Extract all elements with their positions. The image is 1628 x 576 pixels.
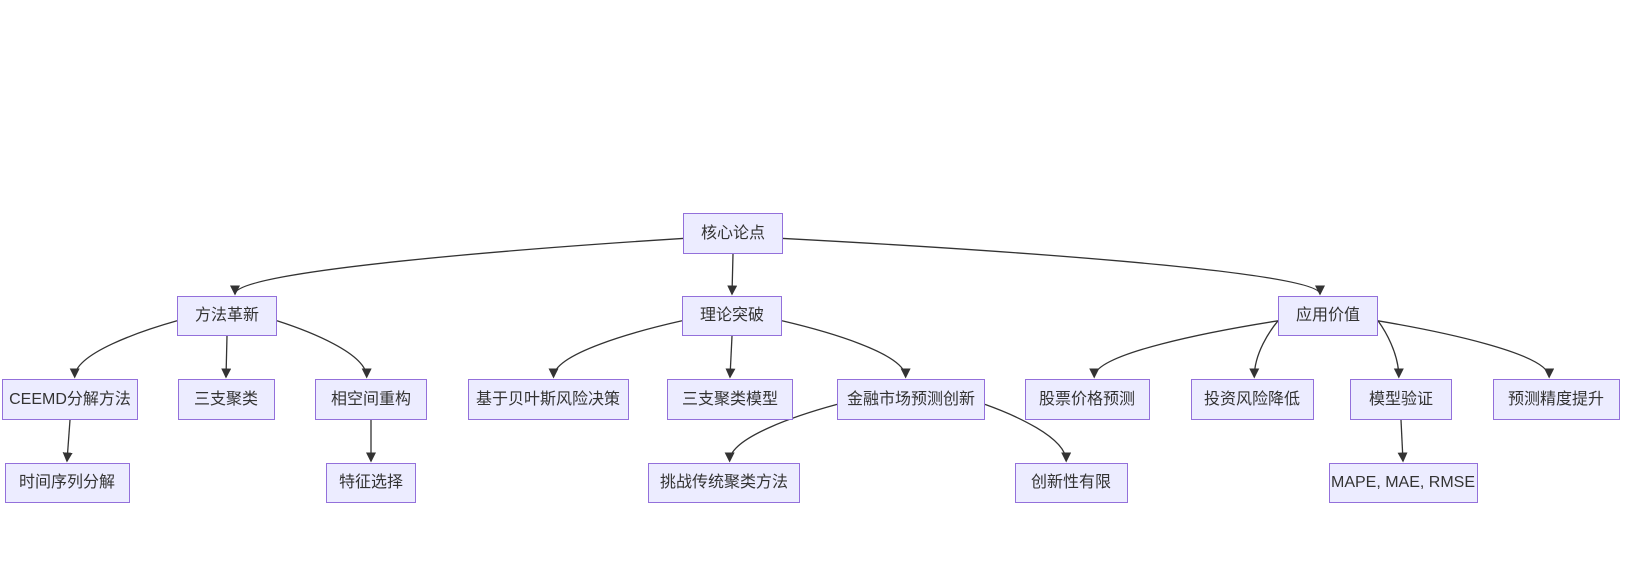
- edge-method-innovation-to-three-way-clustering: [221, 335, 232, 379]
- node-feature-selection: 特征选择: [326, 463, 416, 503]
- node-label: 应用价值: [1295, 307, 1360, 324]
- node-label: 方法革新: [194, 307, 259, 324]
- node-limited-novelty: 创新性有限: [1014, 463, 1128, 503]
- node-label: 三支聚类: [193, 390, 258, 408]
- node-ceemd-decomposition: CEEMD分解方法: [2, 379, 138, 420]
- edge-ceemd-decomposition-to-time-series-decomposition: [62, 419, 73, 463]
- edge-theory-breakthrough-to-three-way-cluster-model: [725, 335, 736, 379]
- node-three-way-cluster-model: 三支聚类模型: [667, 379, 793, 420]
- flowchart-edges: [62, 237, 1555, 463]
- node-label: 挑战传统聚类方法: [659, 474, 788, 491]
- node-stock-price-prediction: 股票价格预测: [1024, 379, 1150, 420]
- edge-model-validation-to-error-metrics: [1397, 419, 1408, 463]
- edge-application-value-to-model-validation: [1377, 320, 1404, 379]
- node-model-validation: 模型验证: [1350, 379, 1452, 420]
- node-label: 投资风险降低: [1203, 390, 1300, 408]
- node-label: 基于贝叶斯风险决策: [475, 390, 620, 408]
- node-label: MAPE, MAE, RMSE: [1330, 474, 1476, 491]
- node-label: 特征选择: [338, 474, 403, 491]
- node-financial-forecast-innovation: 金融市场预测创新: [837, 379, 985, 420]
- node-label: 三支聚类模型: [681, 390, 778, 408]
- node-label: 时间序列分解: [18, 474, 115, 491]
- node-label: 预测精度提升: [1507, 390, 1604, 408]
- node-error-metrics: MAPE, MAE, RMSE: [1328, 463, 1478, 503]
- node-label: 股票价格预测: [1038, 390, 1135, 408]
- edge-core-argument-to-method-innovation: [230, 237, 684, 296]
- node-phase-space-reconstruction: 相空间重构: [315, 379, 427, 420]
- node-theory-breakthrough: 理论突破: [682, 296, 782, 336]
- node-challenge-traditional-clustering: 挑战传统聚类方法: [648, 463, 800, 503]
- node-label: 理论突破: [699, 307, 764, 324]
- node-label: 金融市场预测创新: [846, 390, 975, 408]
- node-label: CEEMD分解方法: [9, 390, 131, 408]
- edge-financial-forecast-innovation-to-challenge-traditional-clustering: [724, 403, 838, 463]
- node-label: 创新性有限: [1030, 474, 1111, 491]
- node-core-argument: 核心论点: [683, 213, 783, 254]
- node-application-value: 应用价值: [1278, 296, 1378, 336]
- edge-method-innovation-to-ceemd-decomposition: [69, 320, 178, 379]
- edge-application-value-to-investment-risk-reduction: [1249, 320, 1279, 379]
- edge-core-argument-to-theory-breakthrough: [727, 253, 738, 296]
- edge-application-value-to-forecast-accuracy-improvement: [1377, 320, 1555, 379]
- edge-application-value-to-stock-price-prediction: [1089, 320, 1279, 379]
- node-label: 模型验证: [1368, 390, 1433, 408]
- node-method-innovation: 方法革新: [177, 296, 277, 336]
- node-investment-risk-reduction: 投资风险降低: [1190, 379, 1314, 420]
- node-bayesian-risk-decision: 基于贝叶斯风险决策: [467, 379, 629, 420]
- edge-financial-forecast-innovation-to-limited-novelty: [984, 403, 1072, 463]
- edge-core-argument-to-application-value: [782, 237, 1325, 296]
- edge-theory-breakthrough-to-bayesian-risk-decision: [548, 320, 683, 379]
- node-time-series-decomposition: 时间序列分解: [4, 463, 130, 503]
- node-label: 相空间重构: [330, 390, 411, 408]
- node-forecast-accuracy-improvement: 预测精度提升: [1492, 379, 1620, 420]
- node-three-way-clustering: 三支聚类: [177, 379, 275, 420]
- edge-method-innovation-to-phase-space-reconstruction: [276, 320, 372, 379]
- node-label: 核心论点: [700, 224, 765, 242]
- edge-theory-breakthrough-to-financial-forecast-innovation: [781, 320, 911, 379]
